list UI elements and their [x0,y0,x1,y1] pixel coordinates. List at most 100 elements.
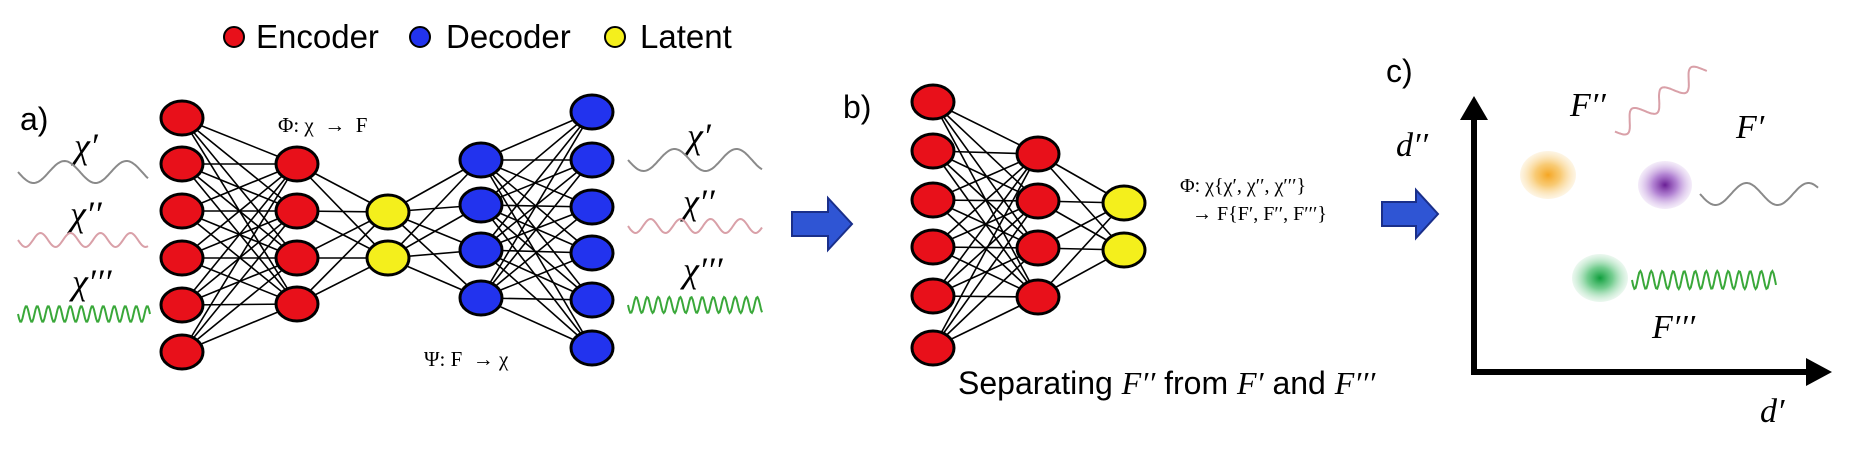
legend-item-decoder: Decoder [409,18,571,55]
encoder-node [159,333,205,371]
signal-wave-3 [17,305,151,323]
autoencoder-edge [480,159,593,299]
encoder-edge [932,153,1039,248]
x-axis-arrowhead-icon [1806,358,1832,386]
encoder-node [910,83,956,121]
latent-node [365,193,411,231]
autoencoder-edge [480,159,593,349]
x-axis-label: d′ [1760,393,1785,430]
autoencoder-edge [387,159,482,259]
encoder-equation: Φ: χ → F [278,113,367,137]
input-signal-label-2: χ′′ [67,194,103,234]
decoder-node [458,141,504,179]
latent-node [365,239,411,277]
cluster-f1-label: F′ [1735,109,1765,146]
encoder-node [159,145,205,183]
cluster-f3-blob [1572,254,1628,302]
arrow-a-to-b-icon [791,195,854,253]
encoder-node [274,239,320,277]
encoder-edge [1037,202,1125,298]
encoder-nodes [910,83,1147,367]
signal-wave-2 [17,231,149,249]
decoder-node [458,231,504,269]
encoder-node [1015,135,1061,173]
encoder-node [1015,182,1061,220]
panel-b: b) Φ: χ{χ′, χ′′, χ′′′} → F{F′, F′′, F′′′… [843,83,1376,401]
y-axis-label: d′′ [1396,127,1428,164]
output-signal-label-2: χ′′ [680,182,716,222]
autoencoder-edge [480,204,593,349]
encoder-node [910,277,956,315]
decoder-node [569,188,615,226]
encoder-edge [932,200,1039,349]
encoder-node [910,132,956,170]
encoder-node [910,181,956,219]
encoder-node [910,228,956,266]
panel-a: a) χ′ χ′′ χ′′′ Φ: χ → F Ψ: F → χ χ′ χ′′ … [17,93,763,371]
decoder-node [569,329,615,367]
input-signal-label-3: χ′′′ [69,262,113,302]
legend-swatch-decoder [409,26,431,48]
signal-wave-3 [627,295,763,315]
decoder-node [458,279,504,317]
encoder-edge [932,200,1039,297]
autoencoder-nodes [159,93,615,371]
legend-item-latent: Latent [604,18,732,55]
decoder-node [569,93,615,131]
encoder-edge [932,247,1039,349]
panel-a-letter: a) [20,101,48,137]
autoencoder-edge [181,163,298,259]
y-axis-arrowhead-icon [1460,96,1488,120]
separation-caption: Separating F′′ from F′ and F′′′ [958,365,1376,401]
legend: Encoder Decoder Latent [223,18,732,55]
signal-wave-1 [17,159,149,184]
cluster-f1-wave [1699,182,1819,206]
encoder-node [159,239,205,277]
encoder-node [274,285,320,323]
encoder-node [1015,278,1061,316]
cluster-f3-wave [1631,269,1777,291]
cluster-f2-label: F′′ [1569,87,1606,124]
autoencoder-edge [296,211,389,305]
decoder-node [569,234,615,272]
encoder-node [159,99,205,137]
encoder-edge [932,153,1039,297]
input-signal-label-1: χ′ [71,126,99,166]
cluster-f1-blob [1638,161,1692,209]
panel-c: c) d′′ d′ F′′ F′ F′′′ [1386,53,1832,430]
autoencoder-edge [181,163,298,353]
output-signal-label-3: χ′′′ [680,250,724,290]
input-waves [17,159,151,323]
panel-c-letter: c) [1386,53,1413,89]
encoder-node [274,192,320,230]
decoder-equation: Ψ: F → χ [424,347,509,371]
autoencoder-edge [480,206,593,299]
panel-b-letter: b) [843,89,871,125]
legend-swatch-encoder [223,26,245,48]
encoder-node [1015,229,1061,267]
autoencoder-edge [480,111,593,299]
legend-label-decoder: Decoder [446,18,571,55]
autoencoder-edge [181,163,298,306]
encoder-node [159,286,205,324]
autoencoder-edge [387,211,482,299]
legend-item-encoder: Encoder [223,18,379,55]
cluster-f3-label: F′′′ [1651,309,1696,346]
encoder-edge [932,153,1039,349]
latent-node [1101,184,1147,222]
legend-label-encoder: Encoder [256,18,379,55]
encoder-mapping-line-2: → F{F′, F′′, F′′′} [1192,203,1327,225]
signal-wave-1 [627,148,763,173]
arrow-b-to-c-icon [1381,187,1440,241]
cluster-f2-wave [1614,65,1708,136]
latent-node [1101,231,1147,269]
legend-label-latent: Latent [640,18,732,55]
encoder-edge [932,101,1039,202]
autoencoder-edge [181,257,298,353]
output-signal-label-1: χ′ [684,116,712,156]
legend-swatch-latent [604,26,626,48]
cluster-waves [1614,65,1819,291]
encoder-edge [932,101,1039,249]
decoder-node [569,141,615,179]
